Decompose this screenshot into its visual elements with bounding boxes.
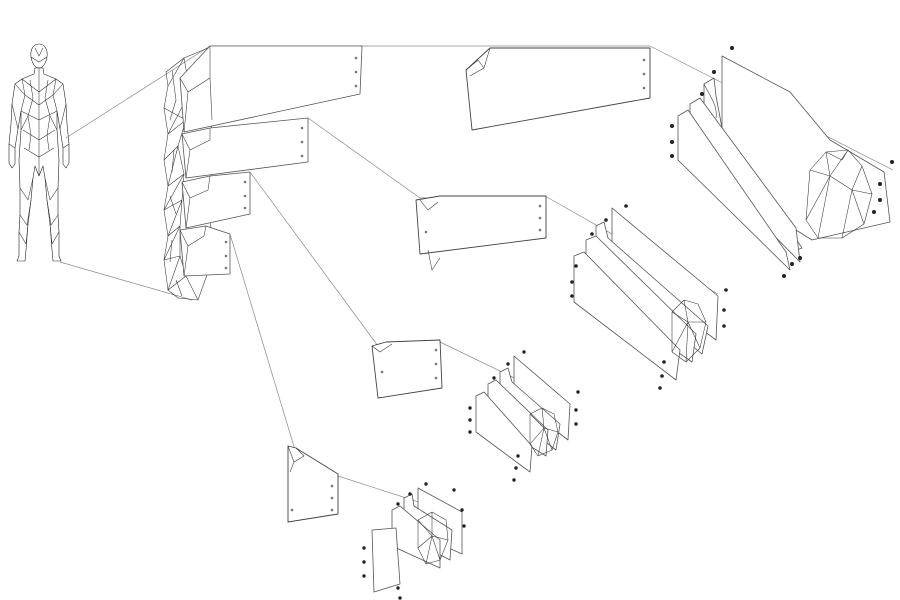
- shell-segment-1: [179, 45, 363, 133]
- human-figure: [8, 43, 70, 262]
- exploded-assembly-2: [570, 204, 728, 390]
- assembly-3-screws: [468, 350, 580, 482]
- assembly-2-screws: [570, 204, 728, 390]
- assembly-1-screws: [670, 46, 894, 278]
- assembly-4-screws: [362, 482, 466, 600]
- flat-panel-3: [371, 339, 443, 399]
- shell-segment-4: [179, 225, 231, 277]
- exploded-assembly-4: [362, 482, 466, 600]
- flat-panel-1: [465, 47, 651, 131]
- flat-panel-2: [415, 195, 547, 271]
- exploded-assembly-1: [670, 46, 894, 278]
- shell-segment-3: [181, 171, 251, 229]
- exploded-assembly-3: [468, 350, 580, 482]
- flat-panel-4: [287, 445, 339, 523]
- shell-segment-2: [181, 117, 309, 179]
